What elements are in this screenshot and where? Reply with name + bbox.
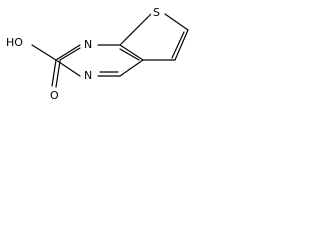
bond-c6-c5-inner (171, 31, 185, 59)
bond-c2-n3 (55, 59, 81, 77)
s-label-bg (151, 4, 164, 21)
bond-s-c6 (164, 13, 189, 31)
bond-c6-c5 (174, 29, 189, 61)
nitrogen-bottom-label: N (84, 69, 92, 82)
bond-c-oh (31, 44, 57, 61)
bond-c7a-s (119, 13, 152, 46)
n-bottom-label-bg (82, 68, 96, 84)
bond-c2-n1-inner (59, 47, 81, 61)
sulfur-label: S (153, 6, 160, 19)
o-label-bg (49, 88, 61, 104)
carbonyl-oxygen-label: O (50, 89, 59, 102)
bond-c4-c4a (119, 59, 144, 77)
n-top-label-bg (82, 37, 96, 53)
hydroxyl-label: HO (6, 36, 23, 49)
oh-label-bg (5, 35, 28, 51)
bond-c2-n1 (55, 44, 81, 61)
chemical-structure: HO O N N S (5, 4, 189, 104)
bond-c-o-double-1 (51, 59, 57, 87)
nitrogen-top-label: N (84, 38, 92, 51)
bond-c-o-double-2 (55, 60, 61, 88)
bond-c4a-c7a-inner (119, 48, 140, 61)
bond-c4a-c7a (119, 44, 144, 61)
